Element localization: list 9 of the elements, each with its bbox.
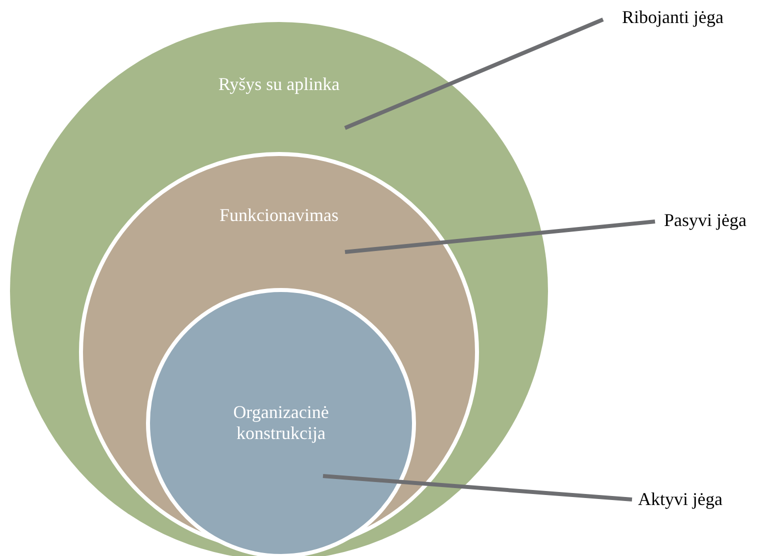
circle-label: Funkcionavimas	[218, 205, 340, 227]
callout-label: Aktyvi jėga	[638, 489, 722, 510]
leader-line	[322, 474, 632, 502]
circle-label: Ryšys su aplinka	[217, 74, 341, 96]
callout-label: Ribojanti jėga	[622, 7, 724, 28]
circle-label: Organizacinė konstrukcija	[232, 402, 330, 445]
leader-line	[344, 220, 656, 254]
leader-line	[344, 18, 604, 130]
callout-label: Pasyvi jėga	[664, 210, 746, 231]
